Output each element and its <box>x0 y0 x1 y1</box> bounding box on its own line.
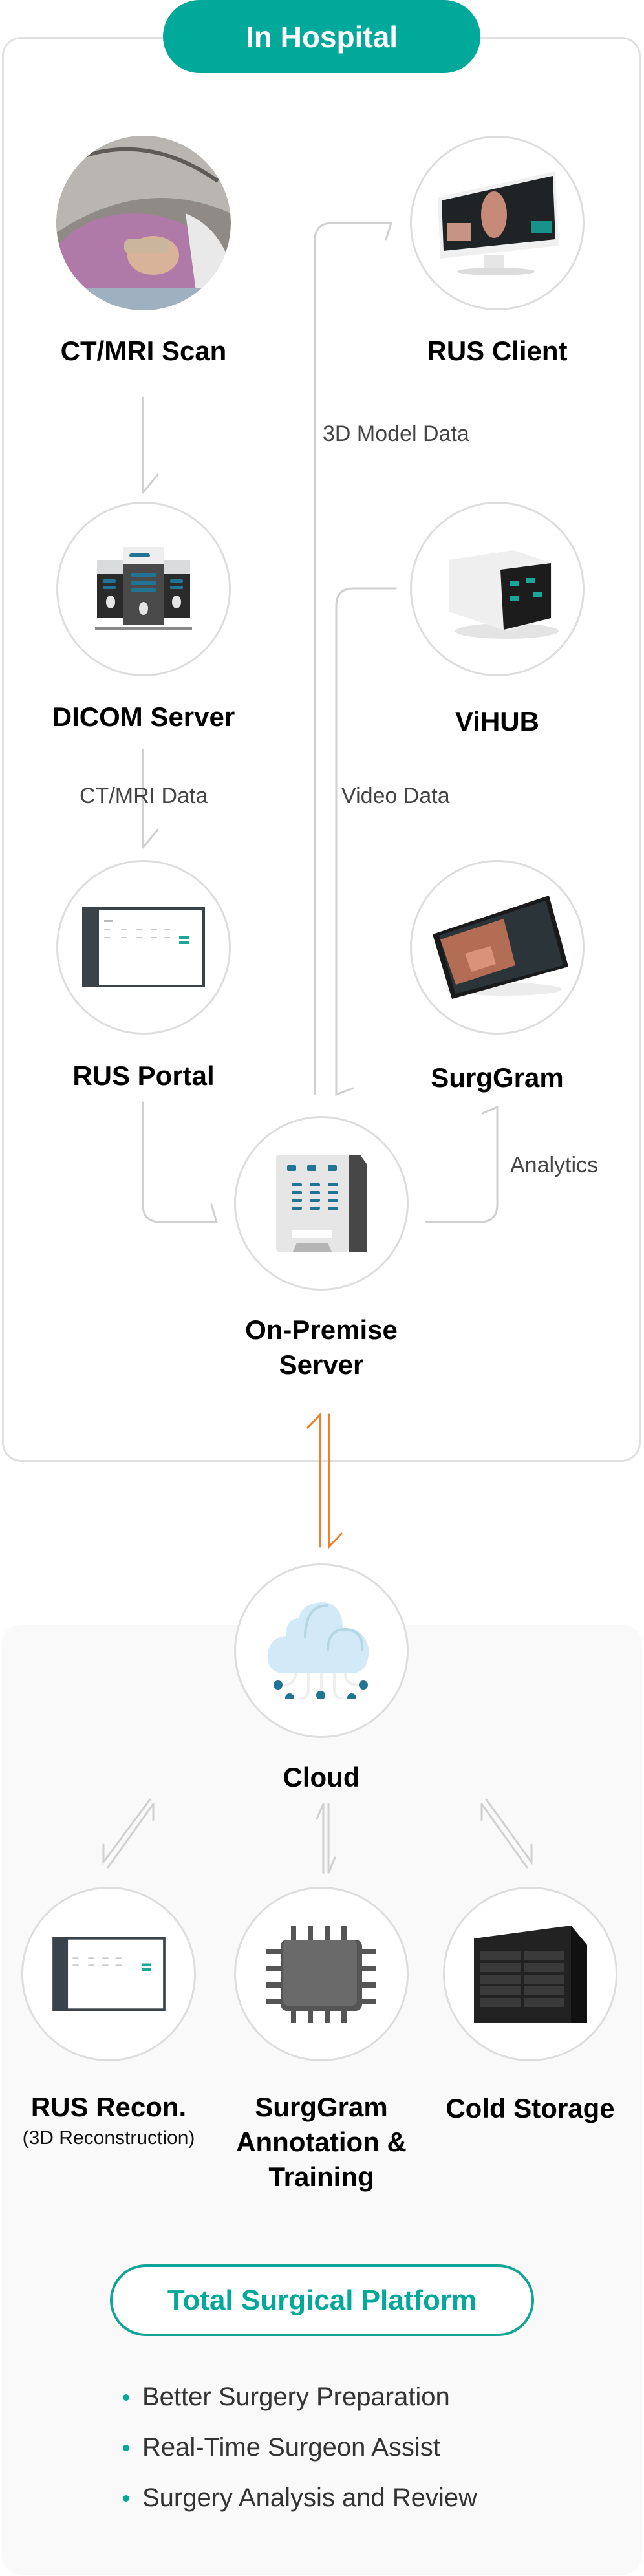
surggram-training-label-line3: Training <box>268 2162 374 2192</box>
rus-portal-node[interactable] <box>56 860 231 1035</box>
rus-client-node[interactable] <box>410 136 585 310</box>
portal-screen-icon <box>52 1937 166 2011</box>
arrow-3d-model <box>314 222 393 1095</box>
on-premise-label-line2: Server <box>279 1349 364 1380</box>
vihub-label: ViHUB <box>455 706 539 736</box>
arrow-cloud-storage <box>480 1798 533 1869</box>
rus-portal-label: RUS Portal <box>72 1060 215 1091</box>
rus-client-label: RUS Client <box>427 336 568 366</box>
benefit-item: Real-Time Surgeon Assist <box>123 2433 440 2462</box>
benefit-item: Better Surgery Preparation <box>123 2383 450 2412</box>
flow-label-analytics: Analytics <box>510 1153 599 1177</box>
server-rack-icon <box>95 547 192 630</box>
tablet-icon <box>433 896 568 999</box>
cold-storage-label: Cold Storage <box>445 2093 615 2123</box>
cloud-node[interactable] <box>234 1563 409 1738</box>
arrow-cloud-recon <box>102 1798 155 1869</box>
server-tower-icon <box>276 1155 367 1252</box>
surggram-training-node[interactable] <box>234 1887 409 2061</box>
benefit-text: Real-Time Surgeon Assist <box>142 2433 440 2462</box>
rus-recon-label: RUS Recon. <box>30 2092 187 2122</box>
vihub-device-icon <box>449 550 559 639</box>
bullet-icon <box>123 2394 129 2401</box>
dicom-server-label: DICOM Server <box>52 702 235 732</box>
surggram-node[interactable] <box>410 860 585 1035</box>
rus-recon-sublabel: (3D Reconstruction) <box>22 2127 195 2149</box>
surggram-training-label-line1: SurgGram <box>255 2092 388 2122</box>
cpu-chip-icon <box>266 1926 376 2023</box>
rus-recon-node[interactable] <box>21 1887 196 2061</box>
surggram-label: SurgGram <box>431 1062 564 1093</box>
total-surgical-platform-badge: Total Surgical Platform <box>110 2264 534 2336</box>
cloud-section <box>2 1625 642 2575</box>
flow-label-video: Video Data <box>341 784 450 808</box>
arrow-cloud-training <box>316 1803 336 1874</box>
cold-storage-node[interactable] <box>443 1887 617 2061</box>
bullet-icon <box>123 2495 129 2502</box>
ct-mri-label: CT/MRI Scan <box>60 336 227 366</box>
desktop-monitor-icon <box>438 171 559 275</box>
surggram-training-label-line2: Annotation & <box>236 2127 407 2157</box>
sync-arrow-down <box>328 1413 343 1549</box>
ct-mri-node[interactable] <box>56 136 231 310</box>
in-hospital-badge: In Hospital <box>163 0 480 73</box>
flow-label-ct-data: CT/MRI Data <box>80 784 208 808</box>
arrow-dicom-to-portal <box>142 749 159 849</box>
arrow-video <box>335 587 397 1097</box>
mri-scanner-icon <box>56 136 231 310</box>
on-premise-server-node[interactable] <box>234 1116 409 1291</box>
benefit-text: Better Surgery Preparation <box>142 2383 450 2411</box>
benefit-item: Surgery Analysis and Review <box>123 2484 477 2513</box>
on-premise-label-line1: On-Premise <box>245 1315 398 1345</box>
vihub-node[interactable] <box>410 502 585 676</box>
arrow-portal-to-server <box>142 1101 219 1223</box>
arrow-ct-to-dicom <box>142 396 159 494</box>
arrow-analytics <box>425 1105 499 1223</box>
cloud-network-icon <box>267 1602 369 1699</box>
flow-label-3d-model: 3D Model Data <box>323 422 469 446</box>
portal-screen-icon <box>82 907 205 987</box>
sync-arrow-up <box>306 1412 321 1548</box>
bullet-icon <box>123 2444 129 2451</box>
nas-storage-icon <box>473 1926 587 2023</box>
cloud-label: Cloud <box>283 1762 360 1792</box>
dicom-server-node[interactable] <box>56 502 231 676</box>
benefit-text: Surgery Analysis and Review <box>142 2484 478 2512</box>
